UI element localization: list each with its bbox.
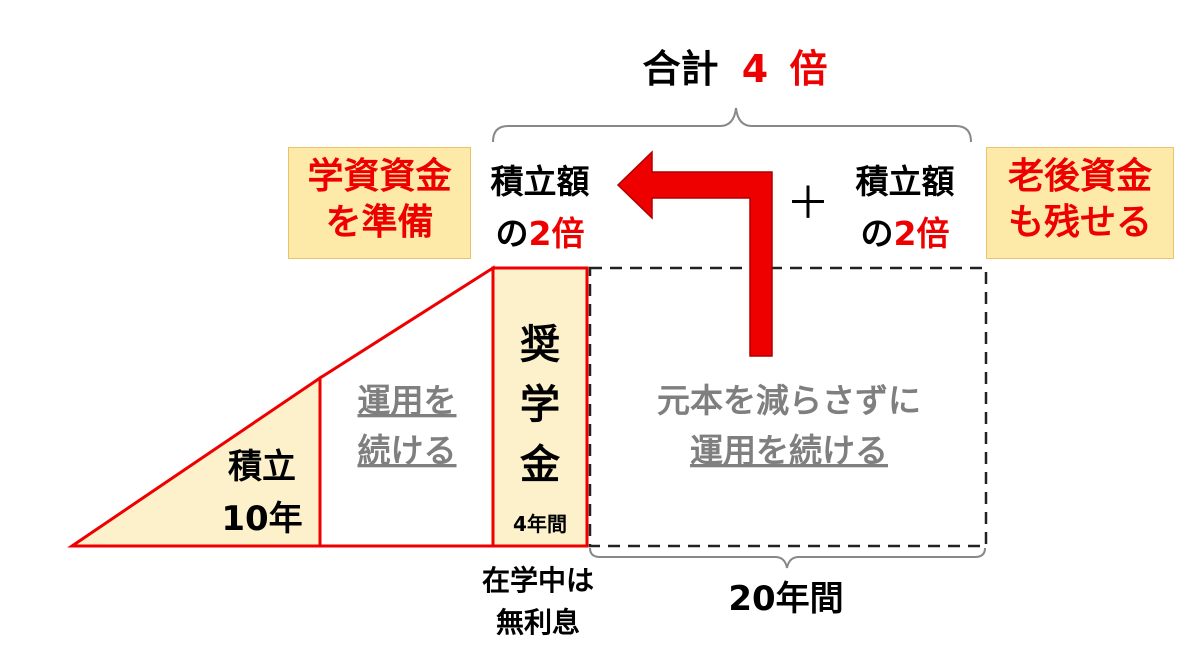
total-multiplier: 4 (742, 47, 768, 91)
right-amount-line2: の2倍 (861, 214, 950, 253)
saving-label-line1: 積立 (228, 447, 296, 487)
total-prefix: 合計 (643, 47, 719, 91)
period-label: 20年間 (728, 579, 843, 619)
right-goal-line2: も残せる (1007, 202, 1152, 243)
right-goal-line1: 老後資金 (1007, 156, 1152, 197)
retirement-label-line2: 運用を続ける (690, 431, 888, 470)
scholarship-char1: 奨 (520, 322, 560, 368)
investing-label-line2: 続ける (358, 431, 457, 470)
investing-label-line1: 運用を (358, 381, 457, 420)
right-amount-value: 2倍 (894, 214, 950, 253)
right-amount-line1: 積立額 (856, 162, 955, 201)
total-title: 合計 4 倍 (643, 47, 828, 91)
interest-note-line1: 在学中は (482, 564, 594, 597)
retirement-area (588, 266, 988, 548)
saving-label-line2: 10年 (221, 499, 302, 539)
scholarship-char3: 金 (519, 442, 561, 488)
top-brace (492, 107, 972, 143)
left-goal-line2: を準備 (325, 202, 434, 243)
scholarship-area (491, 266, 589, 548)
left-amount-prefix: の (496, 214, 529, 253)
right-amount-prefix: の (861, 214, 894, 253)
left-amount-line1: 積立額 (491, 162, 590, 201)
plus-sign: ＋ (786, 178, 830, 229)
scholarship-duration: 4年間 (513, 512, 567, 536)
left-goal-line1: 学資資金 (307, 156, 452, 197)
scholarship-char2: 学 (520, 382, 560, 428)
red-return-arrow (616, 150, 773, 357)
bottom-brace (589, 547, 986, 569)
left-amount-line2: の2倍 (496, 214, 585, 253)
left-amount-value: 2倍 (529, 214, 585, 253)
interest-note-line2: 無利息 (496, 606, 580, 639)
retirement-label-line1: 元本を減らさずに (657, 381, 921, 420)
total-suffix: 倍 (789, 47, 827, 91)
right-goal-box: 老後資金 も残せる (986, 147, 1174, 259)
left-goal-box: 学資資金 を準備 (288, 147, 471, 259)
